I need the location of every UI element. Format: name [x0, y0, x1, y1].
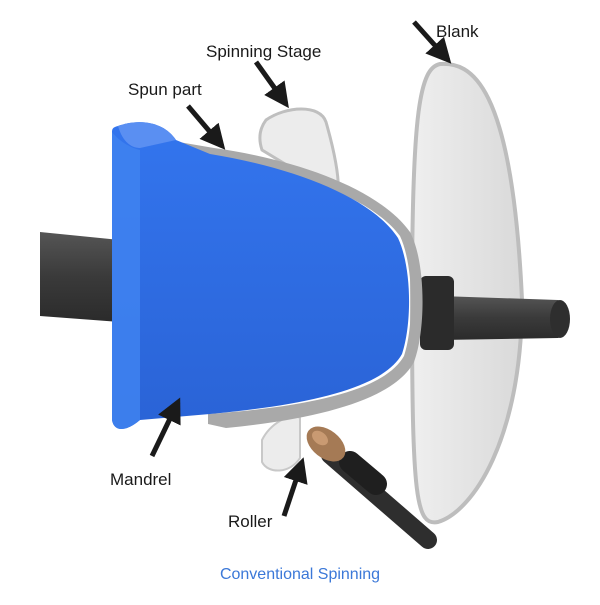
right-shaft [440, 296, 569, 340]
spun-part-arrow [186, 104, 226, 150]
shaft-collar [420, 276, 454, 350]
mandrel [112, 122, 410, 429]
blank-arrow [412, 20, 452, 64]
roller-label: Roller [228, 512, 273, 531]
roller [306, 426, 437, 549]
caption: Conventional Spinning [219, 566, 381, 583]
blank-label: Blank [436, 22, 479, 41]
roller-arrow [281, 457, 308, 517]
right-shaft-end [550, 300, 570, 338]
left-shaft [40, 232, 120, 322]
spinning-stage-arrow [253, 60, 289, 109]
spinning-stage-lower [261, 415, 301, 472]
spun-part-label: Spun part [128, 80, 202, 99]
mandrel-highlight [118, 122, 176, 148]
mandrel-label: Mandrel [110, 470, 172, 489]
mandrel-edge [112, 132, 140, 429]
spinning-stage-label: Spinning Stage [206, 42, 322, 61]
mandrel-arrow [149, 397, 181, 458]
blank-disc [409, 61, 525, 525]
